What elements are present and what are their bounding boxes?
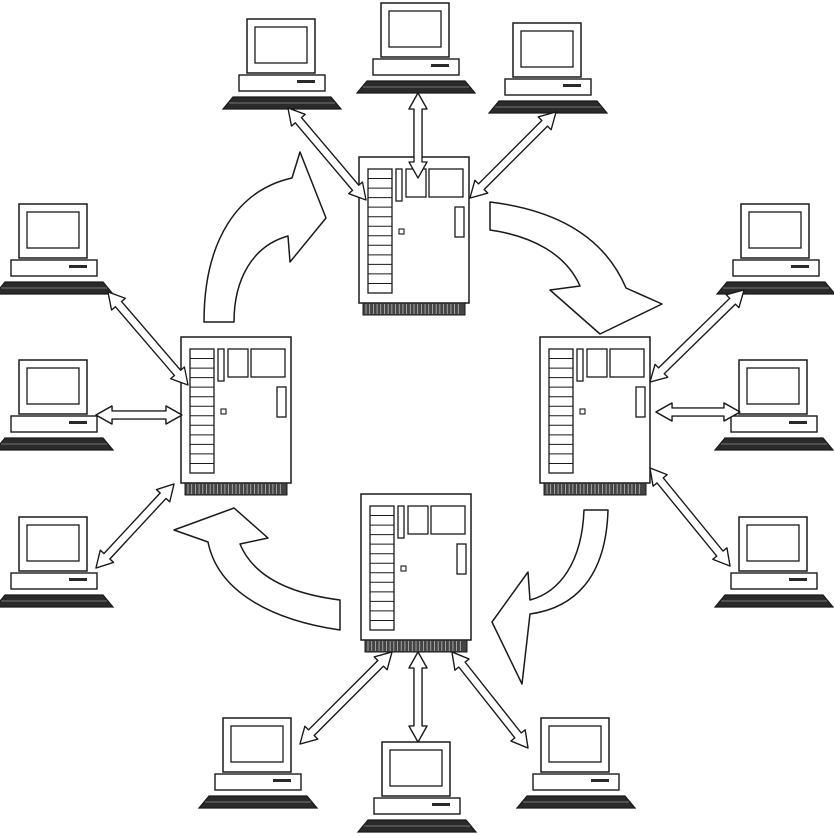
ws-left-1 — [0, 203, 115, 295]
flow-arrow-top-to-right — [489, 201, 663, 335]
server-top — [358, 156, 470, 316]
ws-left-2 — [0, 359, 115, 451]
link-arrow-front-ws-right-3 — [649, 467, 731, 567]
ws-bottom-2 — [356, 741, 478, 833]
ws-top-2 — [355, 2, 477, 94]
link-arrow-front-ws-right-1 — [649, 289, 745, 383]
flow-arrow-left-to-top — [203, 151, 327, 323]
link-arrow-front-ws-left-1 — [107, 291, 189, 386]
link-arrow-front-ws-bottom-2 — [408, 651, 428, 743]
link-arrow-front-ws-top-1 — [287, 107, 367, 201]
link-arrow-front-ws-left-2 — [95, 405, 183, 425]
link-arrow-front-ws-bottom-1 — [299, 651, 393, 745]
link-arrow-front-ws-top-2 — [408, 92, 428, 179]
flow-arrow-right-to-bottom — [491, 509, 609, 685]
ws-top-1 — [221, 18, 343, 110]
ws-bottom-1 — [197, 717, 319, 809]
link-arrow-front-ws-bottom-3 — [451, 651, 529, 749]
ws-right-2 — [713, 359, 834, 451]
server-left — [180, 336, 292, 496]
ws-bottom-3 — [515, 717, 637, 809]
link-arrow-front-ws-top-3 — [469, 111, 557, 199]
ws-right-3 — [713, 516, 834, 608]
link-arrow-front-ws-left-3 — [95, 483, 175, 569]
ws-right-1 — [715, 203, 834, 295]
server-right — [539, 336, 651, 496]
flow-arrow-bottom-to-left — [173, 507, 341, 631]
link-arrow-front-ws-right-2 — [655, 402, 741, 422]
ws-top-3 — [487, 22, 609, 114]
server-bottom — [360, 493, 472, 653]
ws-left-3 — [0, 516, 115, 608]
